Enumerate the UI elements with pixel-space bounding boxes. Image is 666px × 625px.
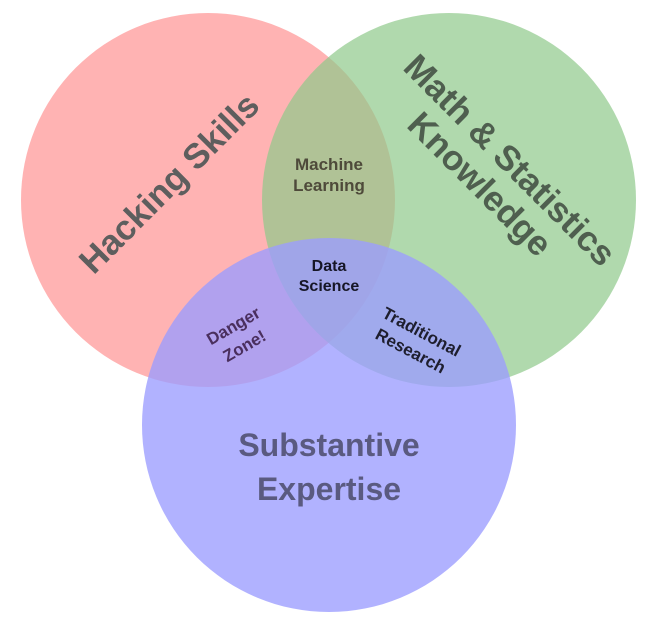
data-science-label-line2: Science bbox=[299, 278, 360, 295]
circles-group bbox=[21, 13, 636, 612]
machine-learning-label-line1: Machine bbox=[295, 155, 363, 174]
substantive-expertise-label-line1: Substantive bbox=[238, 427, 419, 463]
machine-learning-label-line2: Learning bbox=[293, 176, 365, 195]
substantive-expertise-label-line2: Expertise bbox=[257, 471, 401, 507]
substantive-expertise-circle bbox=[142, 238, 516, 612]
data-science-label-line1: Data bbox=[312, 258, 347, 275]
